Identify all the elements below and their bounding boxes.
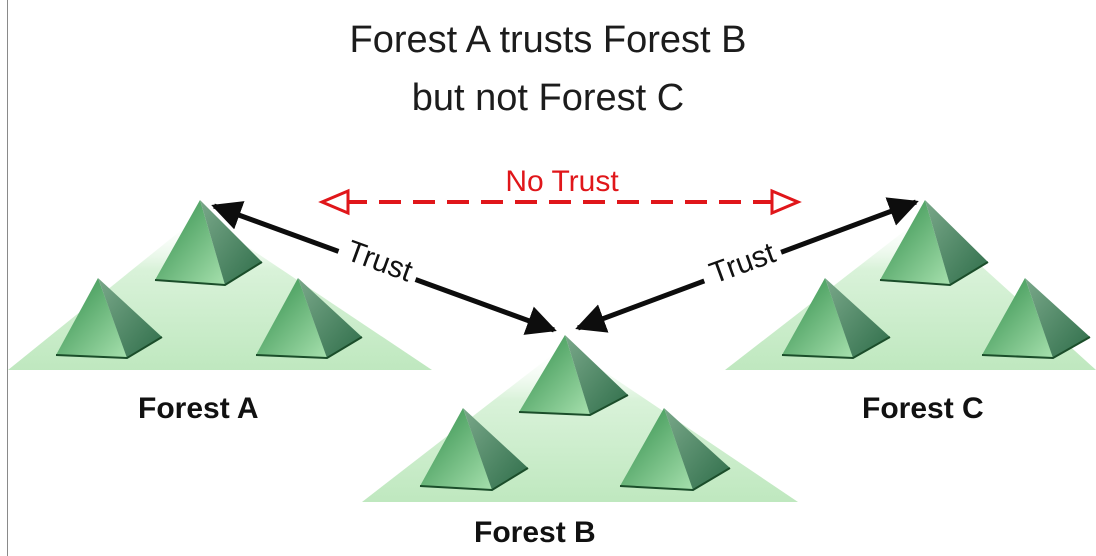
trust-label-c-b-bg [696, 231, 786, 293]
title-line-2: but not Forest C [411, 77, 685, 119]
left-border-line [7, 0, 8, 556]
forest-c-right-pyramid [981, 278, 1091, 360]
forest-b-left-pyramid [419, 408, 529, 492]
forest-a-label: Forest A [138, 392, 259, 425]
no-trust-label: No Trust [505, 165, 619, 198]
no-trust-arrowhead-left [318, 188, 350, 216]
forest-b-top-pyramid [518, 335, 629, 417]
trust-label-a-b-bg [334, 229, 424, 291]
no-trust-arrowhead-right [770, 188, 802, 216]
forest-b-right-pyramid [619, 408, 731, 492]
forest-b-group [362, 335, 798, 502]
title-line-1: Forest A trusts Forest B [349, 19, 747, 61]
forest-c-group [725, 200, 1096, 370]
forest-a-left-pyramid [55, 278, 163, 360]
forest-b-label: Forest B [474, 516, 596, 549]
forest-c-label: Forest C [862, 392, 984, 425]
no-trust-link: No Trust [318, 165, 802, 216]
forest-a-group [8, 200, 432, 370]
